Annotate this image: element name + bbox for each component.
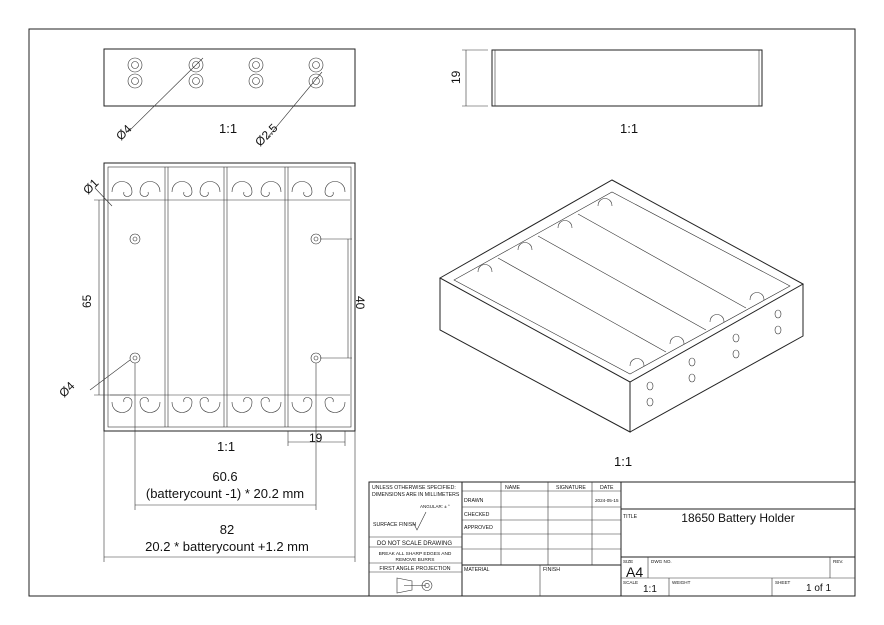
top-dim-hole-small: Ø2.5 bbox=[252, 121, 281, 150]
tb-sheet: 1 of 1 bbox=[806, 583, 831, 594]
plan-dim-total-formula: 20.2 * batterycount +1.2 mm bbox=[145, 539, 309, 554]
plan-dim-height-inner: 40 bbox=[353, 296, 367, 310]
tb-col-name: NAME bbox=[505, 485, 521, 491]
iso-view: 1:1 bbox=[438, 179, 805, 469]
tb-break-edges-1: BREAK ALL SHARP EDGES AND bbox=[379, 551, 452, 557]
iso-view-scale: 1:1 bbox=[614, 454, 632, 469]
plan-dim-spacing-formula: (batterycount -1) * 20.2 mm bbox=[146, 486, 304, 501]
tb-col-signature: SIGNATURE bbox=[556, 485, 586, 491]
tb-row-approved: APPROVED bbox=[464, 525, 493, 531]
tb-row-drawn: DRAWN bbox=[464, 498, 484, 504]
tb-break-edges-2: REMOVE BURRS bbox=[396, 557, 435, 563]
tb-note-line1: UNLESS OTHERWISE SPECIFIED: bbox=[372, 485, 456, 491]
tb-weight-label: WEIGHT bbox=[672, 580, 691, 585]
projection-symbol-icon bbox=[396, 577, 433, 594]
tb-do-not-scale: DO NOT SCALE DRAWING bbox=[377, 541, 452, 547]
iso-side-holes bbox=[646, 309, 782, 407]
top-dim-hole-large: Ø4 bbox=[113, 122, 134, 143]
tb-size: A4 bbox=[626, 564, 643, 580]
tb-drawn-date: 2024-05-15 bbox=[595, 498, 619, 503]
tb-title: 18650 Battery Holder bbox=[681, 511, 794, 525]
surface-finish-symbol bbox=[412, 511, 427, 531]
plan-dim-height-outer: 65 bbox=[80, 294, 94, 308]
tb-note-line2: DIMENSIONS ARE IN MILLIMETERS bbox=[372, 492, 460, 498]
tb-scale: 1:1 bbox=[643, 584, 657, 595]
plan-holes bbox=[129, 233, 322, 364]
plan-dim-hole: Ø4 bbox=[56, 379, 77, 400]
tb-rev-label: REV. bbox=[833, 559, 843, 564]
side-dim-height: 19 bbox=[449, 70, 463, 84]
title-block: UNLESS OTHERWISE SPECIFIED: DIMENSIONS A… bbox=[368, 481, 856, 597]
plan-contact-springs-top bbox=[110, 181, 350, 201]
tb-finish-label: FINISH bbox=[543, 567, 560, 573]
top-view-scale: 1:1 bbox=[219, 121, 237, 136]
tb-material-label: MATERIAL bbox=[464, 567, 490, 573]
tb-surface-finish: SURFACE FINISH bbox=[373, 522, 416, 528]
tb-projection: FIRST ANGLE PROJECTION bbox=[379, 566, 450, 572]
plan-view: 65 40 Ø1 Ø4 19 1:1 60.6 (batterycount -1… bbox=[56, 162, 367, 562]
side-view-scale: 1:1 bbox=[620, 121, 638, 136]
tb-sheet-label: SHEET bbox=[775, 580, 791, 585]
plan-dim-spacing-value: 60.6 bbox=[212, 469, 237, 484]
tb-size-label: SIZE bbox=[623, 559, 633, 564]
iso-contact-springs bbox=[477, 198, 765, 367]
plan-contact-springs-bottom bbox=[110, 394, 350, 413]
tb-scale-label: SCALE bbox=[623, 580, 638, 585]
top-view: Ø4 Ø2.5 1:1 bbox=[103, 48, 356, 150]
tb-title-label: TITLE bbox=[623, 514, 638, 520]
side-view: 19 1:1 bbox=[449, 49, 763, 136]
top-view-holes bbox=[127, 57, 324, 89]
plan-dim-total-value: 82 bbox=[220, 522, 234, 537]
plan-view-scale: 1:1 bbox=[217, 439, 235, 454]
tb-angular: ANGULAR: ± ° bbox=[420, 504, 450, 509]
tb-dwg-no-label: DWG NO. bbox=[651, 559, 672, 564]
tb-row-checked: CHECKED bbox=[464, 512, 490, 518]
tb-col-date: DATE bbox=[600, 485, 614, 491]
plan-dim-edge: Ø1 bbox=[80, 176, 101, 197]
